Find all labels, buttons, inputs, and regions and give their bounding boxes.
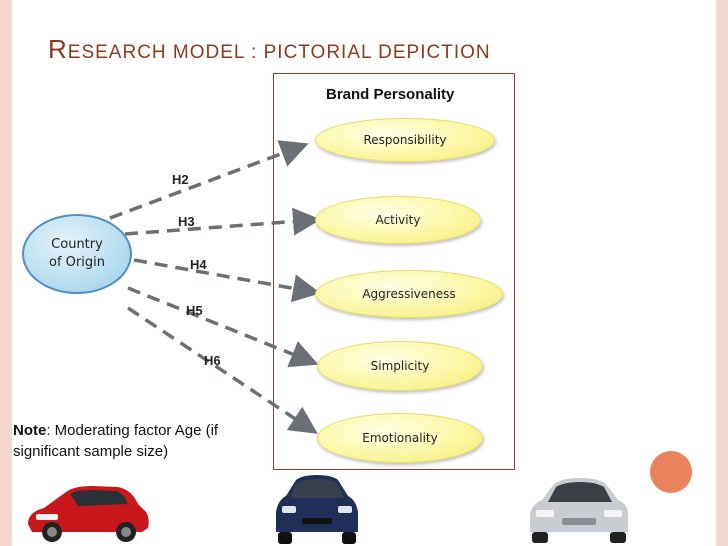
label-h4: H4: [190, 257, 207, 272]
brand-personality-box: [273, 73, 515, 470]
arrow-h2: [109, 140, 309, 220]
origin-label-line2: of Origin: [49, 255, 105, 270]
arrow-h4: [133, 258, 321, 303]
arrow-h6: [127, 306, 318, 434]
origin-label-line1: Country: [51, 237, 103, 252]
arrow-h3: [124, 207, 321, 236]
trait-responsibility: Responsibility: [315, 118, 495, 162]
red-car-image: [28, 486, 149, 542]
title-initial: R: [48, 34, 68, 64]
trait-emotionality: Emotionality: [317, 413, 483, 463]
trait-simplicity: Simplicity: [317, 341, 483, 391]
arrow-h5: [127, 286, 319, 368]
trait-activity: Activity: [315, 196, 481, 244]
title-rest: ESEARCH MODEL : PICTORIAL DEPICTION: [67, 42, 491, 63]
label-h5: H5: [186, 303, 203, 318]
label-h2: H2: [172, 172, 189, 187]
trait-aggressiveness: Aggressiveness: [315, 270, 503, 318]
slide-title: RESEARCH MODEL : PICTORIAL DEPICTION: [48, 34, 491, 65]
label-h6: H6: [204, 353, 221, 368]
brand-personality-title: Brand Personality: [326, 86, 455, 103]
blue-car-image: [276, 475, 358, 544]
label-h3: H3: [178, 214, 195, 229]
accent-circle: [650, 451, 692, 493]
moderating-note: Note: Moderating factor Age (if signific…: [13, 420, 228, 462]
slide-frame-right: [716, 0, 728, 546]
note-text: : Moderating factor Age (if significant …: [13, 422, 219, 460]
silver-car-image: [530, 478, 628, 543]
slide-frame-left: [0, 0, 12, 546]
note-label: Note: [13, 422, 47, 439]
country-of-origin-node: Country of Origin: [22, 214, 132, 294]
